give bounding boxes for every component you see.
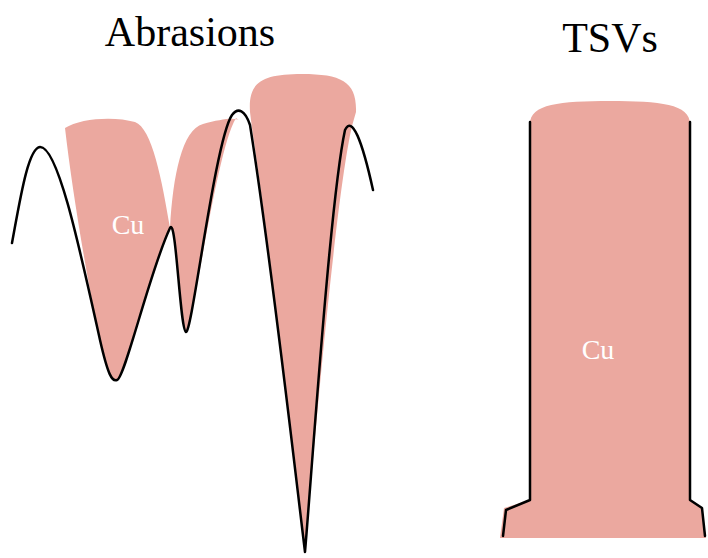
tsv-wall (690, 122, 705, 536)
copper-fill (250, 74, 356, 552)
copper-region: Cu (578, 333, 619, 368)
copper-region: Cu (108, 208, 149, 243)
material-label: Cu (582, 335, 615, 366)
tsv-copper-fill (500, 101, 706, 538)
heading-label: Abrasions (105, 9, 275, 55)
material-label: Cu (112, 210, 145, 241)
heading-label: TSVs (562, 15, 658, 61)
surface-profile (12, 111, 373, 552)
tsv-wall (503, 122, 530, 536)
copper-fill (65, 119, 170, 381)
